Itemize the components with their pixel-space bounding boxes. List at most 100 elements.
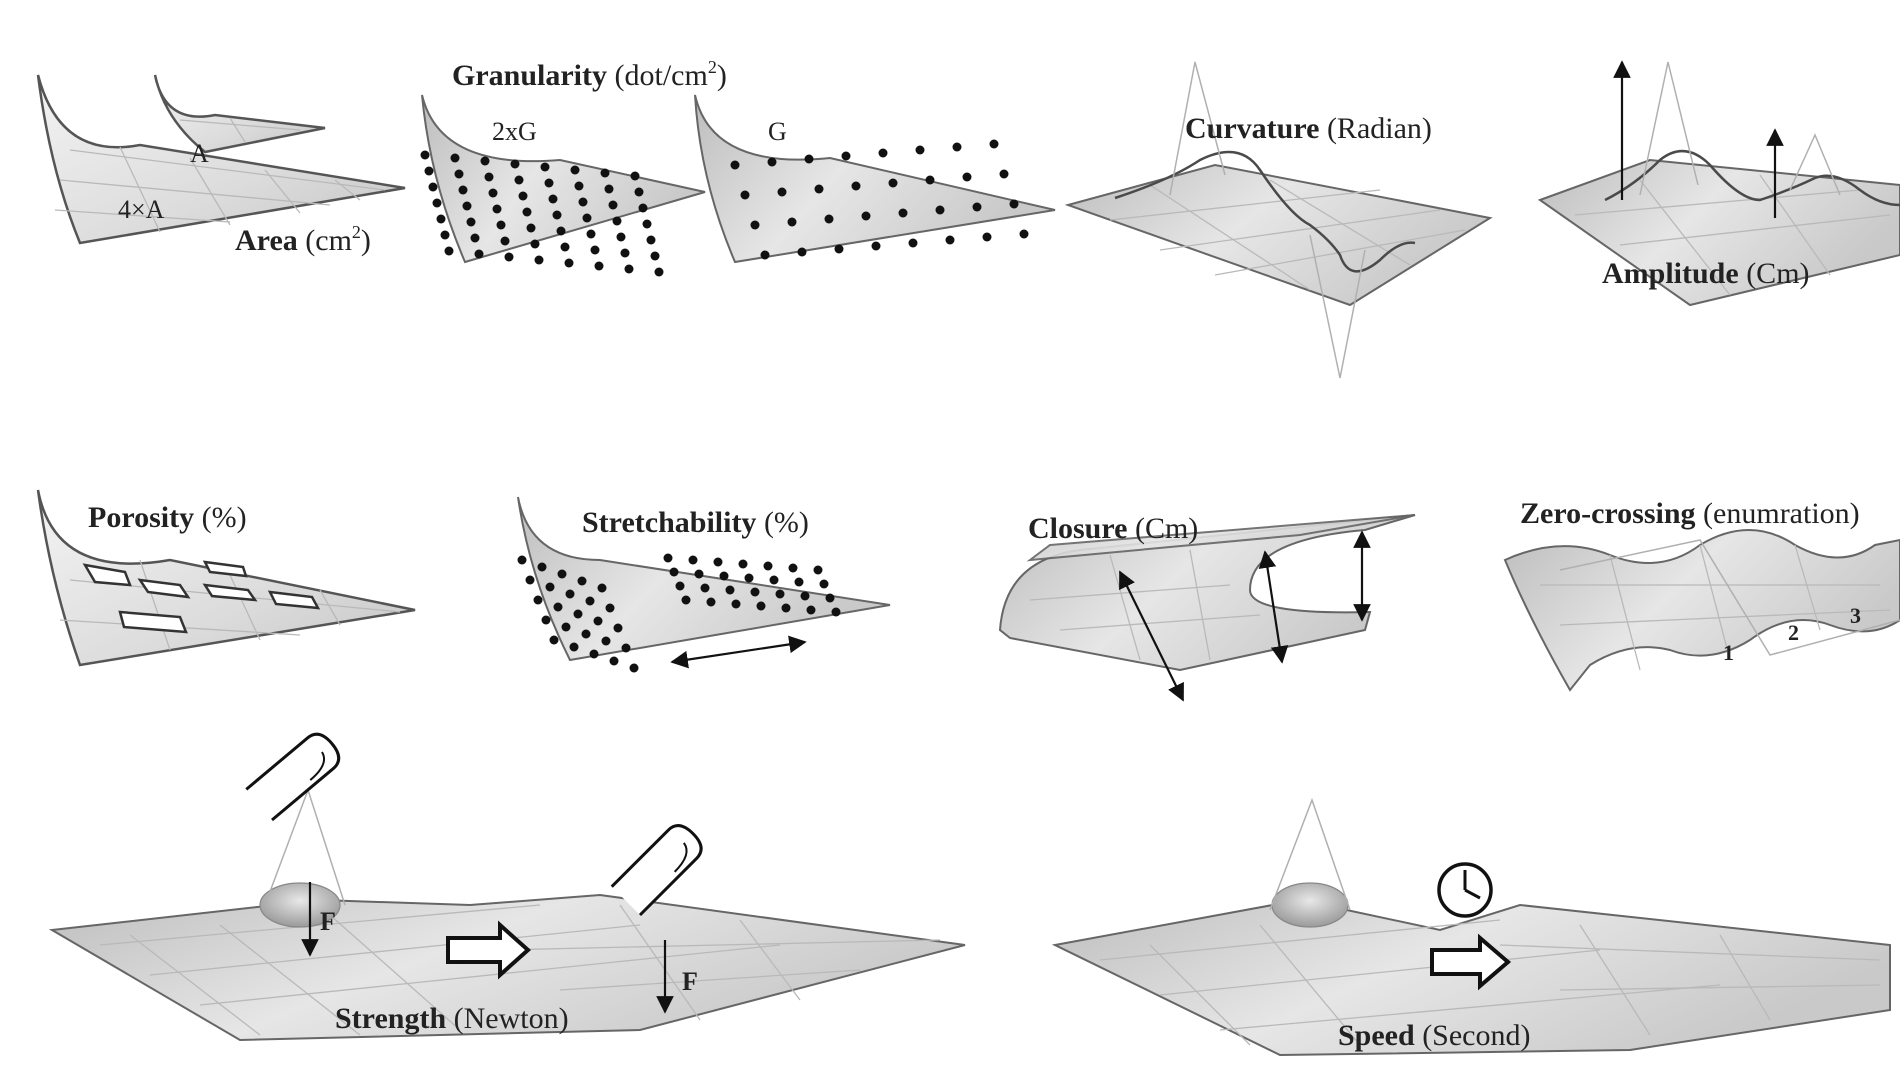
granule-dot: [777, 187, 787, 197]
porosity-hole: [202, 560, 248, 578]
granule-dot: [681, 595, 691, 605]
granule-dot: [769, 575, 779, 585]
granule-dot: [578, 197, 588, 207]
granule-dot: [624, 264, 634, 274]
area-large-label: 4×A: [118, 195, 165, 224]
speed-title: Speed (Second): [1338, 1019, 1530, 1052]
granule-dot: [570, 165, 580, 175]
strength-force-label-1: F: [320, 907, 336, 936]
granularity-dense-label: 2xG: [492, 117, 537, 146]
granularity-sparse-label: G: [768, 117, 787, 146]
stretchability-double-arrow: [670, 635, 807, 669]
curvature-ghost-trough: [1309, 234, 1366, 379]
closure-unit: (Cm): [1135, 512, 1198, 545]
granule-dot: [601, 636, 611, 646]
granule-dot: [514, 175, 524, 185]
granule-dot: [706, 597, 716, 607]
granule-dot: [565, 589, 575, 599]
granule-dot: [573, 609, 583, 619]
granule-dot: [586, 229, 596, 239]
curvature-ghost-peak: [1169, 61, 1226, 196]
strength-panel: F F Strength (Newton): [48, 732, 966, 1042]
closure-arrow-1: [1119, 570, 1184, 702]
granule-dot: [496, 220, 506, 230]
granule-dot: [888, 178, 898, 188]
granularity-close: ): [717, 59, 727, 92]
amplitude-name: Amplitude: [1602, 257, 1739, 290]
area-sup: 2: [352, 222, 361, 242]
granule-dot: [590, 245, 600, 255]
granule-dot: [504, 252, 514, 262]
granularity-dense-sheet: [421, 94, 706, 264]
stretchability-title: Stretchability (%): [582, 506, 809, 539]
granule-dot: [725, 585, 735, 595]
porosity-name: Porosity: [88, 501, 194, 534]
granule-dot: [1009, 199, 1019, 209]
granule-dot: [537, 562, 547, 572]
granule-dot: [553, 602, 563, 612]
granule-dot: [713, 557, 723, 567]
granule-dot: [738, 559, 748, 569]
granule-dot: [719, 571, 729, 581]
granule-dot: [740, 190, 750, 200]
granule-dot: [756, 601, 766, 611]
granule-dot: [675, 581, 685, 591]
granule-dot: [806, 605, 816, 615]
granule-dot: [608, 200, 618, 210]
granule-dot: [945, 235, 955, 245]
granule-dot: [669, 567, 679, 577]
closure-panel: Closure (Cm): [998, 512, 1416, 702]
granule-dot: [589, 649, 599, 659]
granule-dot: [731, 599, 741, 609]
curvature-title: Curvature (Radian): [1185, 112, 1432, 145]
granule-dot: [552, 210, 562, 220]
granule-dot: [878, 148, 888, 158]
zero-crossing-mark-3: 3: [1850, 603, 1861, 628]
hollow-arrow-icon: [1430, 933, 1512, 991]
strength-bump: [259, 882, 341, 928]
granule-dot: [962, 172, 972, 182]
granule-dot: [646, 235, 656, 245]
granule-dot: [750, 587, 760, 597]
granularity-dense-dots: [420, 150, 664, 277]
curvature-wave: [1114, 150, 1416, 273]
granule-dot: [952, 142, 962, 152]
area-small-label: A: [190, 139, 209, 168]
speed-name: Speed: [1338, 1019, 1415, 1052]
granule-dot: [597, 583, 607, 593]
granularity-title: Granularity (dot/cm2): [452, 57, 727, 92]
granule-dot: [841, 151, 851, 161]
granule-dot: [688, 555, 698, 565]
granule-dot: [819, 579, 829, 589]
granule-dot: [518, 191, 528, 201]
amplitude-ghost-peak: [1639, 61, 1699, 196]
amplitude-unit: (Cm): [1746, 257, 1809, 290]
strength-name: Strength: [335, 1002, 446, 1035]
granule-dot: [454, 169, 464, 179]
stretchability-name: Stretchability: [582, 506, 756, 539]
porosity-holes: [82, 560, 321, 634]
granule-dot: [621, 643, 631, 653]
granule-dot: [654, 267, 664, 277]
granule-dot: [814, 184, 824, 194]
granule-dot: [825, 593, 835, 603]
granule-dot: [613, 623, 623, 633]
granularity-sup: 2: [708, 57, 717, 77]
stretchability-dots: [517, 553, 841, 673]
granule-dot: [700, 583, 710, 593]
granule-dot: [813, 565, 823, 575]
granule-dot: [428, 182, 438, 192]
zero-crossing-unit: (enumration): [1703, 497, 1860, 530]
stretchability-sheet: [517, 496, 891, 662]
granule-dot: [898, 208, 908, 218]
granule-dot: [794, 577, 804, 587]
granule-dot: [775, 589, 785, 599]
curvature-unit: (Radian): [1327, 112, 1432, 145]
granule-dot: [560, 242, 570, 252]
granule-dot: [549, 635, 559, 645]
granule-dot: [517, 555, 527, 565]
granularity-name: Granularity: [452, 59, 607, 92]
granule-dot: [760, 250, 770, 260]
granule-dot: [612, 216, 622, 226]
curvature-name: Curvature: [1185, 112, 1319, 145]
